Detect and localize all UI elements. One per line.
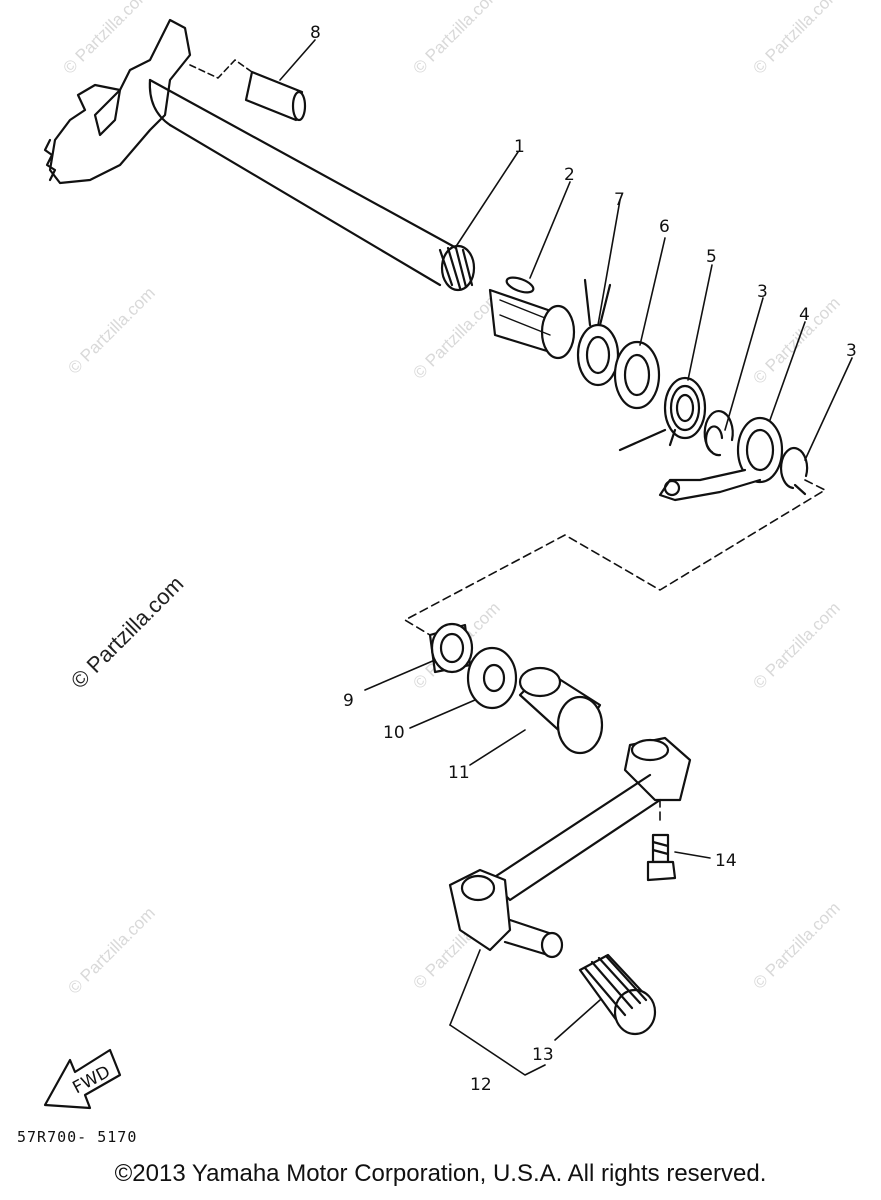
callout-7: 7 <box>614 190 625 210</box>
callout-1: 1 <box>514 137 525 157</box>
part-11-spacer <box>518 666 604 755</box>
watermark-text: © Partzilla.com <box>409 288 503 382</box>
callout-6: 6 <box>659 217 670 237</box>
drawing-code: 57R700- 5170 <box>17 1128 138 1146</box>
watermark-text: © Partzilla.com <box>749 598 843 692</box>
callout-2: 2 <box>564 165 575 185</box>
callout-8: 8 <box>310 23 321 43</box>
part-8-pin <box>189 59 307 122</box>
callout-10: 10 <box>383 723 405 743</box>
part-1-shift-shaft <box>43 18 476 292</box>
part-2-collar <box>488 276 576 360</box>
part-6-washer <box>613 340 661 410</box>
part-13-rubber <box>578 953 657 1036</box>
part-3-circlip-b <box>779 446 809 496</box>
callout-5: 5 <box>706 247 717 267</box>
watermark-text: © Partzilla.com <box>64 283 158 377</box>
part-4-shift-arm <box>658 416 784 502</box>
callout-13: 13 <box>532 1045 554 1065</box>
watermark-text: © Partzilla.com <box>409 0 503 78</box>
watermark-text-bold: © Partzilla.com <box>66 571 189 694</box>
watermark-text: © Partzilla.com <box>749 898 843 992</box>
part-7-spring <box>576 278 620 387</box>
part-3-circlip-a <box>703 410 734 457</box>
callout-4: 4 <box>799 305 810 325</box>
part-5-torsion-spring <box>618 376 707 452</box>
watermark-text: © Partzilla.com <box>749 293 843 387</box>
part-14-bolt <box>646 833 677 882</box>
watermarks: © Partzilla.com © Partzilla.com © Partzi… <box>59 0 843 998</box>
leader-lines <box>279 39 853 1076</box>
watermark-text: © Partzilla.com <box>64 903 158 997</box>
watermark-text: © Partzilla.com <box>749 0 843 78</box>
callout-11: 11 <box>448 763 470 783</box>
copyright-notice: ©2013 Yamaha Motor Corporation, U.S.A. A… <box>114 1160 767 1187</box>
callout-3-b: 3 <box>846 341 857 361</box>
fwd-arrow <box>43 1048 122 1110</box>
part-9-bearing <box>428 622 474 674</box>
callout-3-a: 3 <box>757 282 768 302</box>
callout-9: 9 <box>343 691 354 711</box>
part-10-washer <box>466 646 518 710</box>
callout-12: 12 <box>470 1075 492 1095</box>
part-12-shift-pedal <box>448 736 692 959</box>
callout-14: 14 <box>715 851 737 871</box>
